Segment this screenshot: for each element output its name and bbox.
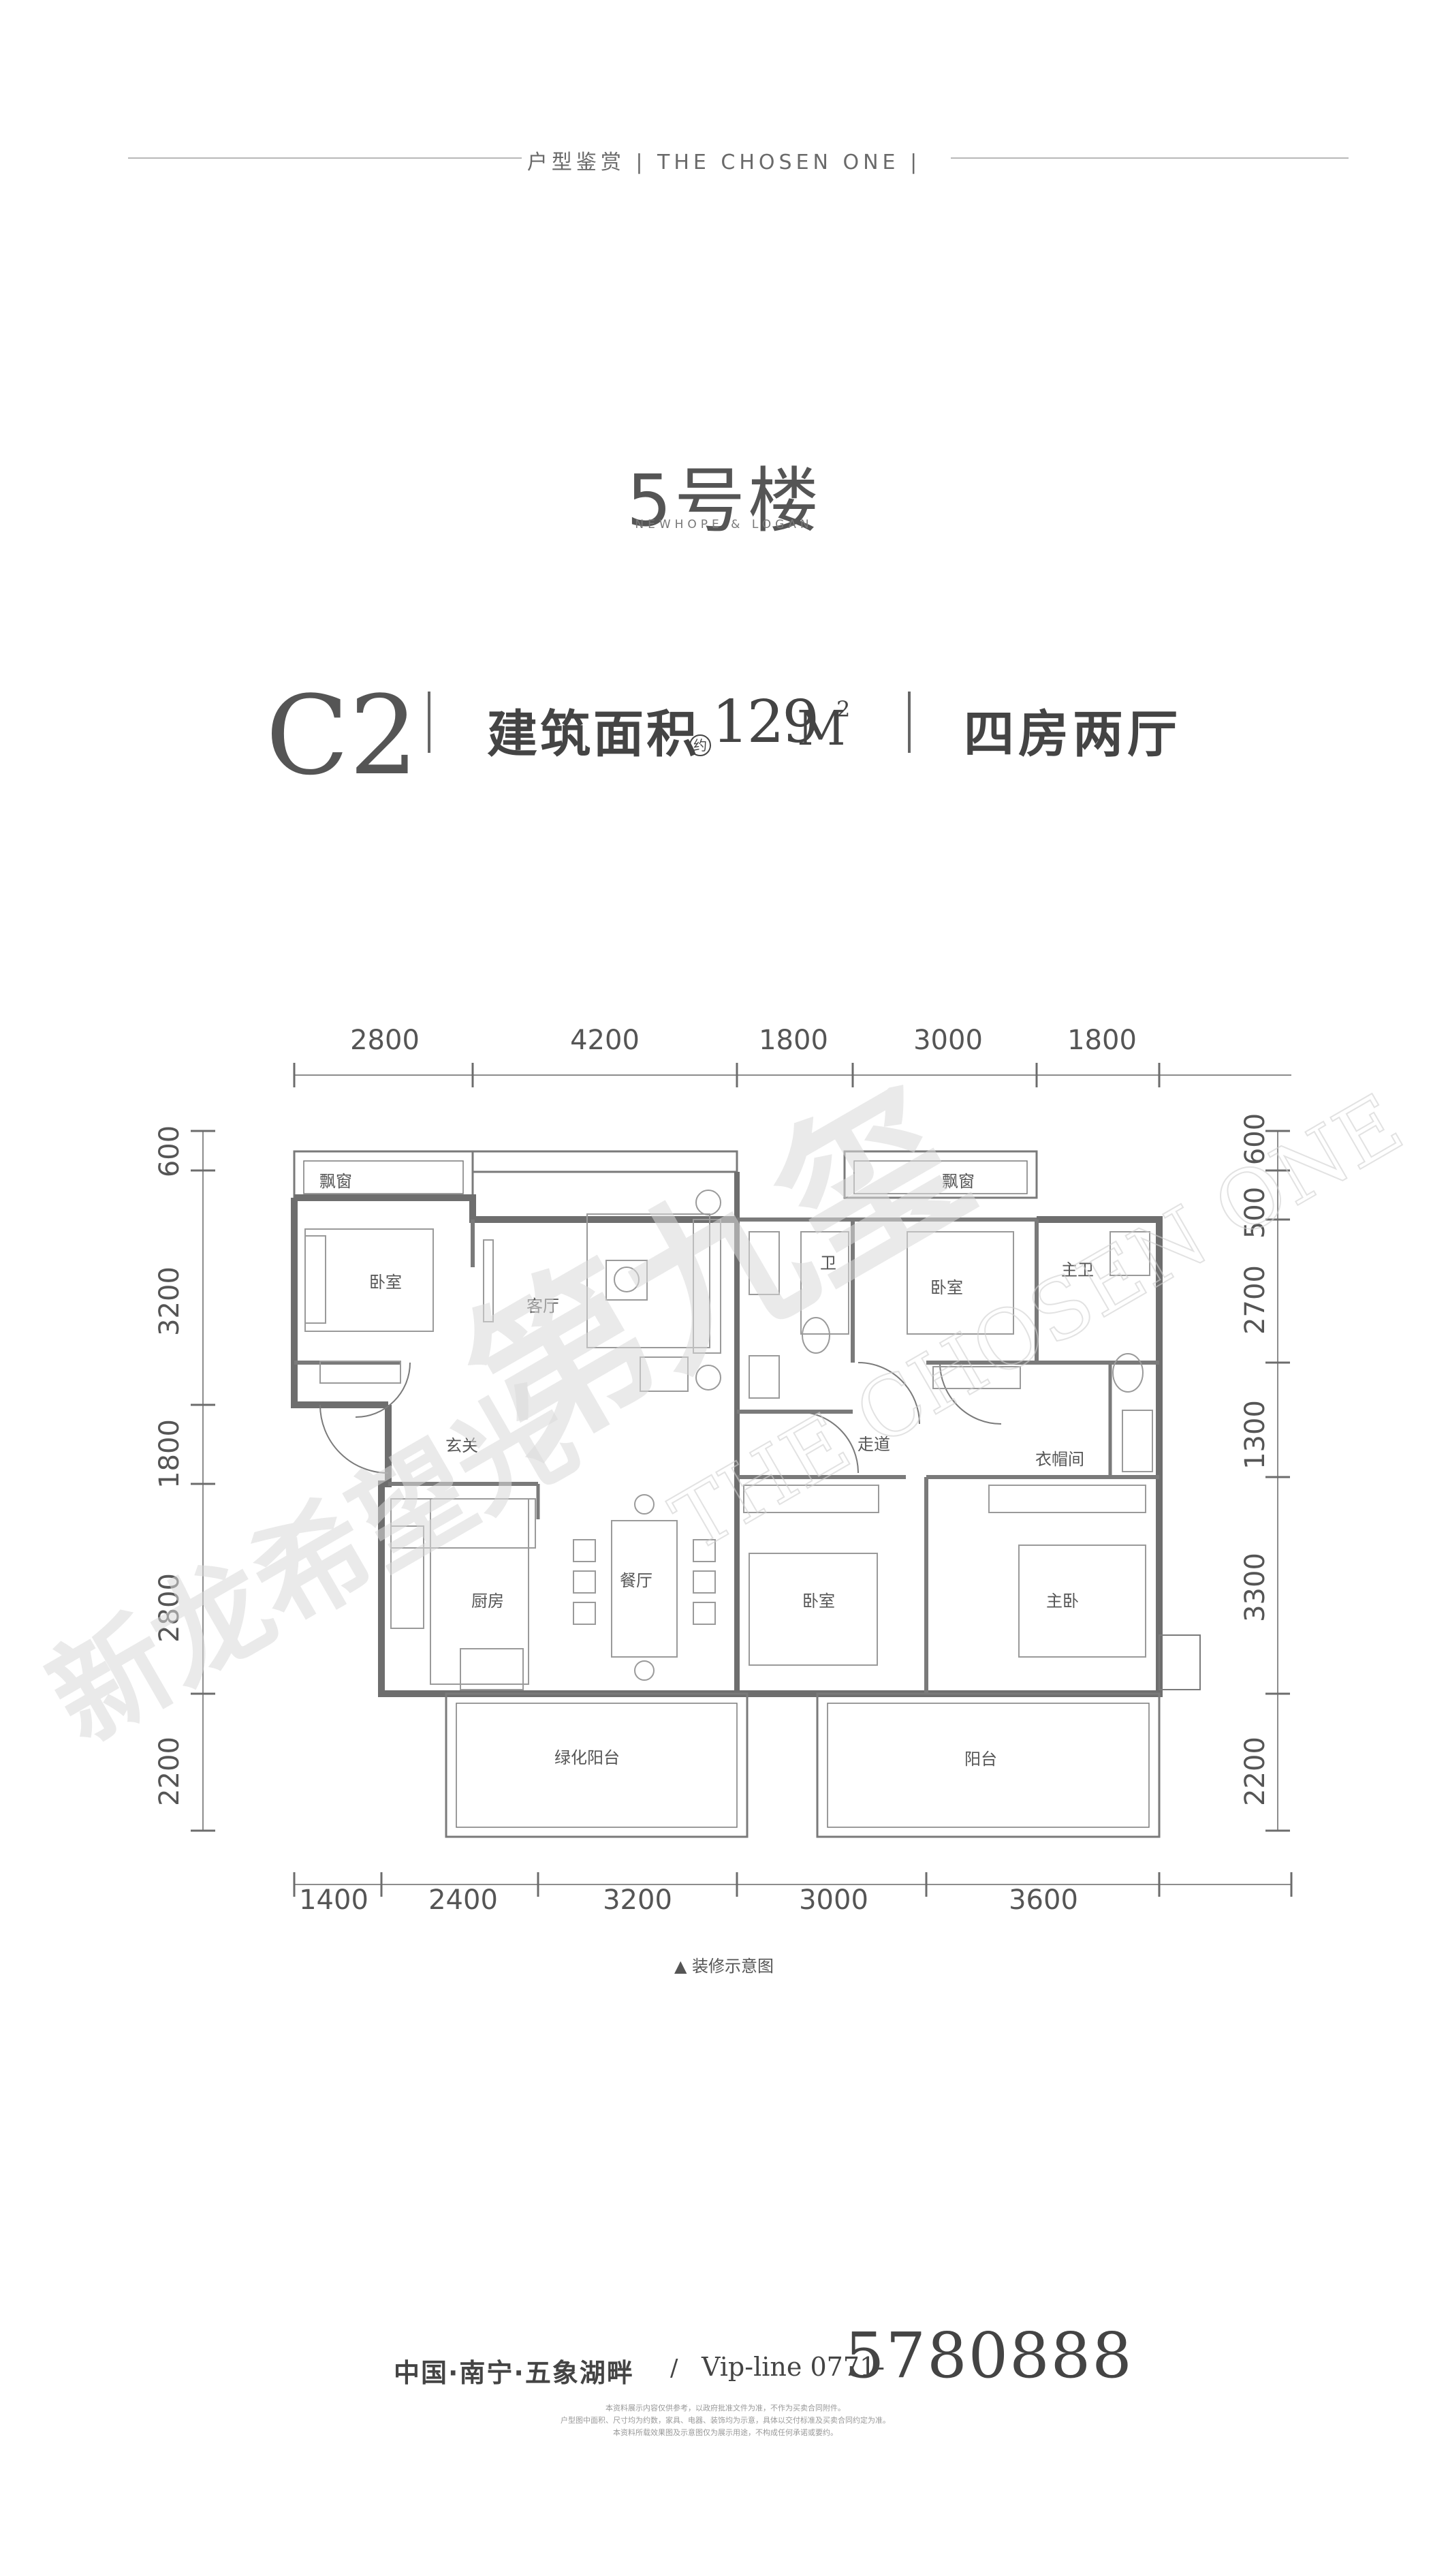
footer-separator: / bbox=[670, 2355, 678, 2382]
dim-left-5: 2200 bbox=[154, 1737, 185, 1806]
dim-left-1: 600 bbox=[154, 1126, 185, 1177]
area-value: 129 bbox=[712, 688, 819, 756]
dim-right-2: 500 bbox=[1240, 1187, 1271, 1239]
header-rule-left bbox=[128, 157, 522, 159]
room-bedroom-left: 卧室 bbox=[369, 1273, 402, 1292]
room-master-bedroom: 主卧 bbox=[1046, 1592, 1079, 1611]
dim-top-3: 1800 bbox=[759, 1025, 828, 1056]
room-master-bath: 主卫 bbox=[1061, 1260, 1094, 1279]
header-caption-divider: | bbox=[910, 151, 922, 174]
disclaimer-line-3: 本资料所载效果图及示意图仅为展示用途，不构成任何承诺或要约。 bbox=[613, 2428, 838, 2437]
title-divider bbox=[908, 692, 911, 753]
disclaimer-line-2: 户型图中面积、尺寸均为约数，家具、电器、装饰均为示意，具体以交付标准及买卖合同约… bbox=[561, 2416, 890, 2425]
dim-bottom-2: 2400 bbox=[428, 1884, 498, 1916]
dim-left-2: 3200 bbox=[154, 1267, 185, 1336]
room-bay-window-right: 飘窗 bbox=[942, 1172, 975, 1191]
dim-top-4: 3000 bbox=[913, 1025, 983, 1056]
header-caption-divider: | bbox=[635, 151, 658, 174]
room-balcony: 阳台 bbox=[964, 1750, 997, 1769]
dim-left-4: 2800 bbox=[154, 1573, 185, 1643]
room-dining: 餐厅 bbox=[620, 1571, 652, 1590]
layout-type: 四房两厅 bbox=[964, 705, 1182, 764]
dim-bottom-1: 1400 bbox=[299, 1884, 368, 1916]
room-green-balcony: 绿化阳台 bbox=[554, 1748, 620, 1767]
dim-top-5: 1800 bbox=[1067, 1025, 1137, 1056]
dim-right-6: 2200 bbox=[1240, 1737, 1271, 1806]
building-title: 5号楼 bbox=[626, 459, 822, 542]
room-living: 客厅 bbox=[526, 1297, 559, 1316]
header-rule-right bbox=[951, 157, 1349, 159]
area-unit-superscript: 2 bbox=[836, 696, 851, 722]
triangle-icon: ▲ bbox=[674, 1957, 693, 1976]
dim-top-2: 4200 bbox=[570, 1025, 640, 1056]
header-caption-cn: 户型鉴赏 bbox=[526, 151, 625, 174]
dim-bottom-5: 3600 bbox=[1009, 1884, 1078, 1916]
room-bedroom-middle: 卧室 bbox=[802, 1592, 835, 1611]
title-divider bbox=[428, 692, 430, 753]
header-caption: 户型鉴赏 | THE CHOSEN ONE | bbox=[0, 145, 1448, 175]
room-bay-window-left: 飘窗 bbox=[319, 1172, 352, 1191]
dim-left-3: 1800 bbox=[154, 1419, 185, 1489]
decoration-note: ▲ 装修示意图 bbox=[0, 1953, 1448, 1976]
dim-bottom-3: 3200 bbox=[603, 1884, 672, 1916]
dim-top-1: 2800 bbox=[350, 1025, 420, 1056]
building-subtitle: NEWHOPE & LOGAN bbox=[635, 518, 813, 531]
room-bedroom-right: 卧室 bbox=[930, 1278, 963, 1297]
room-entrance: 玄关 bbox=[445, 1436, 478, 1455]
room-bathroom: 卫 bbox=[820, 1254, 836, 1273]
dim-right-1: 600 bbox=[1240, 1113, 1271, 1165]
footer-vip-label: Vip-line 0771- bbox=[702, 2352, 885, 2382]
footer-location: 中国·南宁·五象湖畔 bbox=[394, 2358, 634, 2388]
dim-right-3: 2700 bbox=[1240, 1265, 1271, 1335]
header-caption-en: THE CHOSEN ONE bbox=[657, 151, 900, 174]
room-cloakroom: 衣帽间 bbox=[1035, 1450, 1084, 1469]
dim-right-5: 3300 bbox=[1240, 1553, 1271, 1622]
area-label: 建筑面积 bbox=[487, 705, 699, 764]
footer-phone[interactable]: 5780888 bbox=[845, 2319, 1133, 2392]
dim-right-4: 1300 bbox=[1240, 1400, 1271, 1470]
decoration-note-text: 装修示意图 bbox=[692, 1957, 774, 1976]
room-kitchen: 厨房 bbox=[471, 1592, 504, 1611]
dim-bottom-4: 3000 bbox=[799, 1884, 868, 1916]
area-approx-badge: 约 bbox=[689, 734, 711, 756]
unit-code: C2 bbox=[266, 672, 419, 799]
room-corridor: 走道 bbox=[857, 1435, 890, 1454]
disclaimer-line-1: 本资料展示内容仅供参考，以政府批准文件为准，不作为买卖合同附件。 bbox=[605, 2404, 845, 2412]
area-unit: M bbox=[797, 700, 846, 756]
